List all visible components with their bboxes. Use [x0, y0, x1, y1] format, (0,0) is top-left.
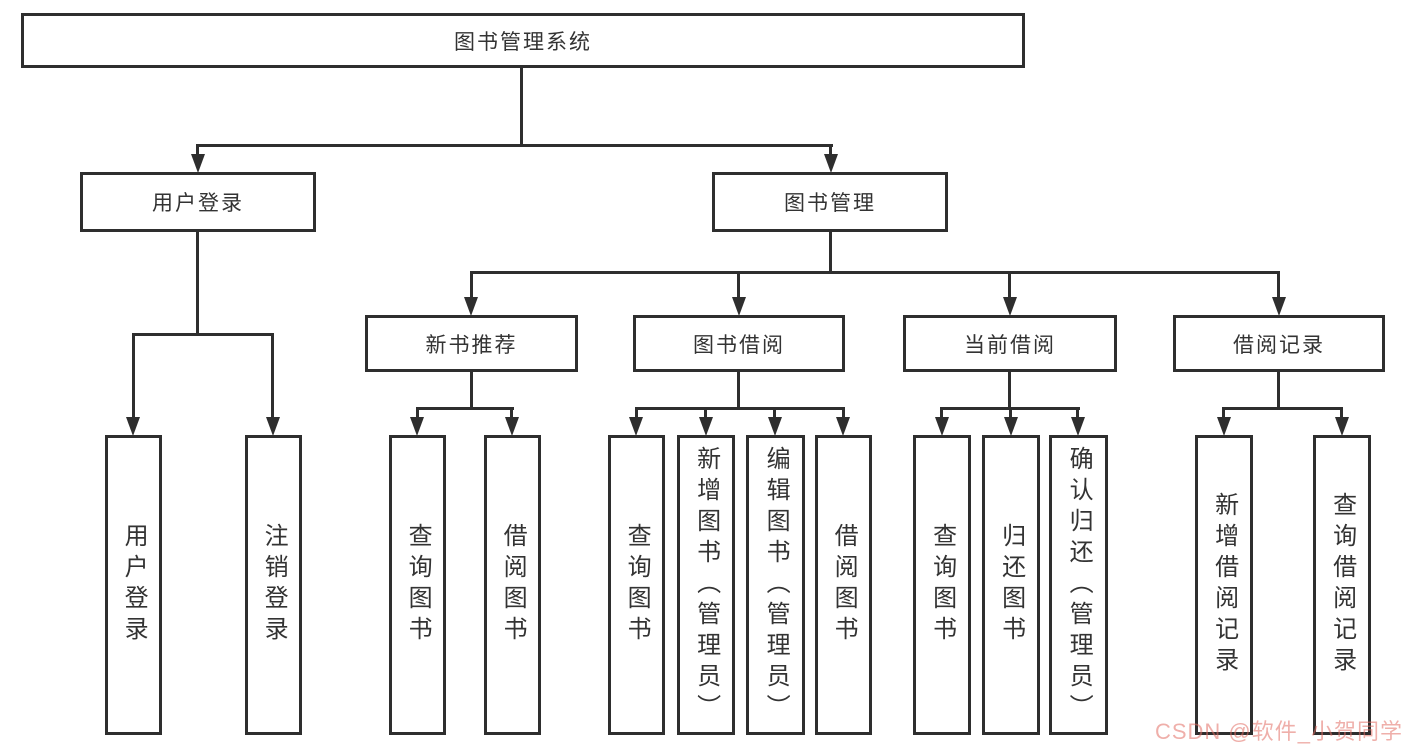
- node-book-borrow: 图书借阅: [633, 315, 845, 372]
- node-user-login-branch: 用户登录: [80, 172, 316, 232]
- leaf-add-book-admin: 新增图书（管理员）: [677, 435, 735, 735]
- connector-line: [271, 333, 274, 421]
- connector-line: [1277, 271, 1280, 301]
- arrowhead: [732, 297, 746, 316]
- node-book-management-branch: 图书管理: [712, 172, 948, 232]
- leaf-add-borrow-record: 新增借阅记录: [1195, 435, 1253, 735]
- arrowhead: [1004, 417, 1018, 436]
- arrowhead: [1217, 417, 1231, 436]
- arrowhead: [1335, 417, 1349, 436]
- connector-line: [470, 372, 473, 410]
- arrowhead: [824, 154, 838, 173]
- arrowhead: [410, 417, 424, 436]
- arrowhead: [464, 297, 478, 316]
- connector-line: [196, 232, 199, 336]
- node-borrow-records: 借阅记录: [1173, 315, 1385, 372]
- arrowhead: [266, 417, 280, 436]
- connector-line: [1222, 407, 1225, 421]
- connector-line: [520, 68, 523, 146]
- connector-line: [1008, 271, 1011, 301]
- arrowhead: [1272, 297, 1286, 316]
- connector-line: [635, 407, 845, 410]
- arrowhead: [836, 417, 850, 436]
- arrowhead: [1071, 417, 1085, 436]
- connector-line: [416, 407, 514, 410]
- watermark: CSDN @软件_小贺同学: [1154, 719, 1403, 744]
- arrowhead: [699, 417, 713, 436]
- leaf-logout: 注销登录: [245, 435, 302, 735]
- connector-line: [1222, 407, 1343, 410]
- leaf-query-books-current: 查询图书: [913, 435, 971, 735]
- leaf-borrow-books-recommend: 借阅图书: [484, 435, 541, 735]
- leaf-borrow-books-borrow: 借阅图书: [815, 435, 872, 735]
- arrowhead: [191, 154, 205, 173]
- arrowhead: [768, 417, 782, 436]
- node-new-book-recommend: 新书推荐: [365, 315, 578, 372]
- connector-line: [1009, 407, 1012, 421]
- leaf-query-books-recommend: 查询图书: [389, 435, 446, 735]
- connector-line: [737, 372, 740, 410]
- node-current-borrow: 当前借阅: [903, 315, 1117, 372]
- leaf-return-book: 归还图书: [982, 435, 1040, 735]
- connector-line: [1008, 372, 1011, 410]
- connector-line: [829, 232, 832, 274]
- connector-line: [773, 407, 776, 421]
- connector-line: [737, 271, 740, 301]
- arrowhead: [629, 417, 643, 436]
- leaf-query-books-borrow: 查询图书: [608, 435, 665, 735]
- connector-line: [132, 333, 274, 336]
- leaf-confirm-return-admin: 确认归还（管理员）: [1049, 435, 1108, 735]
- arrowhead: [126, 417, 140, 436]
- connector-line: [196, 144, 199, 158]
- connector-line: [1277, 372, 1280, 410]
- arrowhead: [505, 417, 519, 436]
- connector-line: [1340, 407, 1343, 421]
- connector-line: [470, 271, 473, 301]
- connector-line: [635, 407, 638, 421]
- connector-line: [510, 407, 513, 421]
- leaf-edit-book-admin: 编辑图书（管理员）: [746, 435, 805, 735]
- connector-line: [1076, 407, 1079, 421]
- connector-line: [940, 407, 943, 421]
- connector-line: [829, 144, 832, 158]
- connector-line: [196, 144, 833, 147]
- arrowhead: [935, 417, 949, 436]
- node-library-management-system: 图书管理系统: [21, 13, 1025, 68]
- leaf-query-borrow-record: 查询借阅记录: [1313, 435, 1371, 735]
- leaf-user-login: 用户登录: [105, 435, 162, 735]
- connector-line: [704, 407, 707, 421]
- connector-line: [470, 271, 1280, 274]
- connector-line: [132, 333, 135, 421]
- arrowhead: [1003, 297, 1017, 316]
- connector-line: [842, 407, 845, 421]
- connector-line: [416, 407, 419, 421]
